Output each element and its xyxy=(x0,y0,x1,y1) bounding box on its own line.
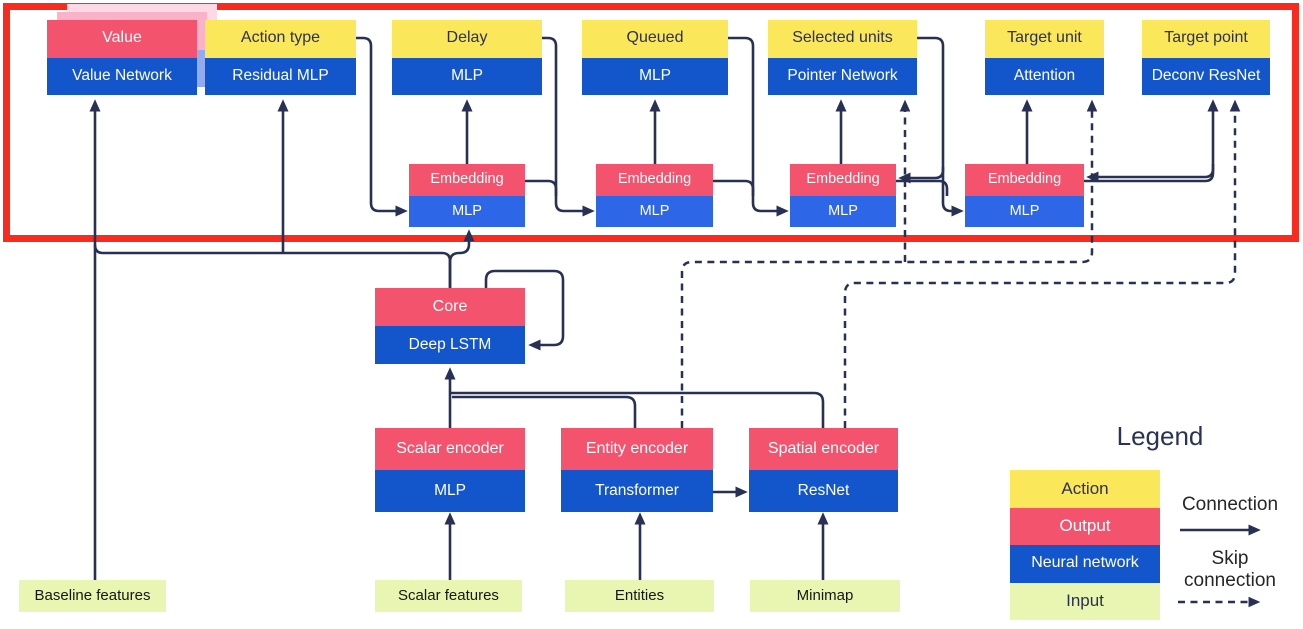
wire-core-to-value-merge xyxy=(93,244,452,288)
entity-encoder-label: Entity encoder xyxy=(561,428,713,470)
node-embedding-4: Embedding MLP xyxy=(965,164,1084,227)
baseline-features-label: Baseline features xyxy=(34,587,151,605)
target-point-label: Target point xyxy=(1142,20,1270,58)
input-minimap: Minimap xyxy=(750,580,900,612)
scalar-encoder-network-label: MLP xyxy=(375,470,525,512)
node-queued: Queued MLP xyxy=(582,20,728,95)
embedding-4-network-label: MLP xyxy=(965,195,1084,227)
legend-skip-label-line2: connection xyxy=(1184,570,1276,591)
delay-label: Delay xyxy=(392,20,542,58)
core-label: Core xyxy=(375,288,525,326)
queued-label: Queued xyxy=(582,20,728,58)
embedding-2-label: Embedding xyxy=(596,164,713,196)
legend-connection-label: Connection xyxy=(1181,494,1279,515)
node-selected-units: Selected units Pointer Network xyxy=(768,20,917,95)
value-output-label: Value xyxy=(47,20,197,58)
node-embedding-2: Embedding MLP xyxy=(596,164,713,227)
embedding-1-label: Embedding xyxy=(409,164,525,196)
embedding-3-network-label: MLP xyxy=(790,195,896,227)
core-network-label: Deep LSTM xyxy=(375,326,525,364)
minimap-label: Minimap xyxy=(796,587,854,605)
selected-units-label: Selected units xyxy=(768,20,917,58)
node-delay: Delay MLP xyxy=(392,20,542,95)
target-point-network-label: Deconv ResNet xyxy=(1142,57,1270,95)
queued-network-label: MLP xyxy=(582,57,728,95)
selected-units-network-label: Pointer Network xyxy=(768,57,917,95)
input-baseline-features: Baseline features xyxy=(19,580,166,612)
legend-item-input: Input xyxy=(1010,582,1160,620)
input-scalar-features: Scalar features xyxy=(375,580,522,612)
embedding-2-network-label: MLP xyxy=(596,195,713,227)
node-embedding-1: Embedding MLP xyxy=(409,164,525,227)
spatial-encoder-network-label: ResNet xyxy=(749,470,898,512)
node-target-unit: Target unit Attention xyxy=(985,20,1104,95)
scalar-encoder-label: Scalar encoder xyxy=(375,428,525,470)
action-type-label: Action type xyxy=(205,20,356,58)
input-entities: Entities xyxy=(565,580,714,612)
node-embedding-3: Embedding MLP xyxy=(790,164,896,227)
highlight-red-frame xyxy=(3,3,1299,242)
node-entity-encoder: Entity encoder Transformer xyxy=(561,428,713,512)
action-type-network-label: Residual MLP xyxy=(205,57,356,95)
entities-label: Entities xyxy=(614,587,665,605)
value-network-label: Value Network xyxy=(47,57,197,95)
wire-core-to-embedding-1 xyxy=(448,229,475,288)
node-value: Value Value Network xyxy=(47,20,197,95)
node-scalar-encoder: Scalar encoder MLP xyxy=(375,428,525,512)
wire-spatial-encoder-to-core xyxy=(450,391,825,428)
target-unit-label: Target unit xyxy=(985,20,1104,58)
node-target-point: Target point Deconv ResNet xyxy=(1142,20,1270,95)
embedding-1-network-label: MLP xyxy=(409,195,525,227)
legend-item-output: Output xyxy=(1010,507,1160,545)
node-spatial-encoder: Spatial encoder ResNet xyxy=(749,428,898,512)
target-unit-network-label: Attention xyxy=(985,57,1104,95)
wire-entity-encoder-to-core xyxy=(452,395,637,428)
spatial-encoder-label: Spatial encoder xyxy=(749,428,898,470)
entity-encoder-network-label: Transformer xyxy=(561,470,713,512)
legend-title: Legend xyxy=(1116,421,1204,451)
embedding-4-label: Embedding xyxy=(965,164,1084,196)
legend-item-neural-network: Neural network xyxy=(1010,545,1160,583)
scalar-features-label: Scalar features xyxy=(398,587,499,605)
legend-skip-label-line1: Skip xyxy=(1211,548,1249,569)
node-core: Core Deep LSTM xyxy=(375,288,525,364)
delay-network-label: MLP xyxy=(392,57,542,95)
legend-item-action: Action xyxy=(1010,470,1160,508)
embedding-3-label: Embedding xyxy=(790,164,896,196)
node-action-type: Action type Residual MLP xyxy=(205,20,356,95)
legend-swatch-stack: Action Output Neural network Input xyxy=(1010,470,1160,620)
